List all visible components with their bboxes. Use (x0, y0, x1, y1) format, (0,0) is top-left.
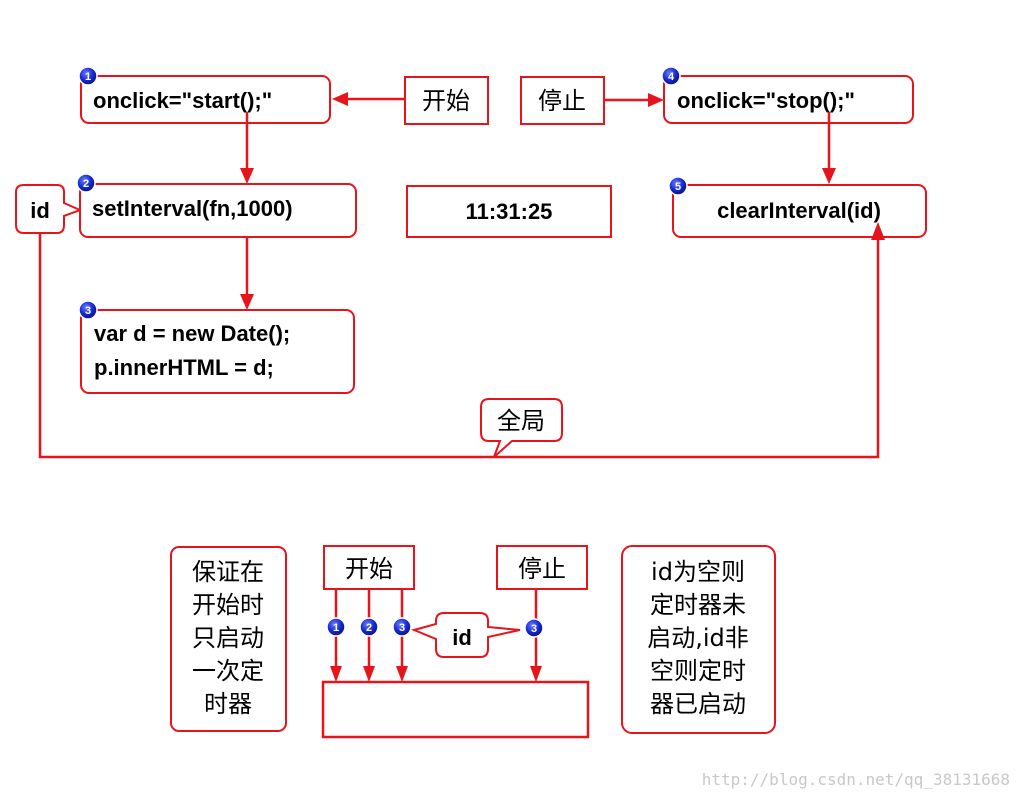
svg-text:1: 1 (333, 622, 339, 634)
code-line-1: var d = new Date(); (94, 321, 290, 346)
step-badge-1: 1 (78, 66, 98, 86)
right-note: id为空则 定时器未 启动,id非 空则定时 器已启动 (621, 545, 776, 734)
bottom-badge-1: 1 (326, 617, 346, 637)
svg-text:空则定时: 空则定时 (650, 657, 746, 685)
svg-text:保证在: 保证在 (192, 558, 264, 586)
svg-text:1: 1 (85, 71, 91, 83)
svg-text:3: 3 (85, 305, 91, 317)
bottom-badge-3-right: 3 (524, 618, 544, 638)
stop-button-label: 停止 (538, 87, 586, 115)
arrow-stop-to-onclick (604, 93, 664, 107)
svg-text:开始时: 开始时 (192, 591, 264, 619)
time-display-text: 11:31:25 (466, 199, 553, 224)
id-callout: id (15, 184, 83, 234)
bottom-badge-2: 2 (359, 617, 379, 637)
svg-text:器已启动: 器已启动 (650, 690, 746, 718)
stop-button-node: 停止 (520, 76, 605, 125)
bottom-stop-node: 停止 (496, 545, 588, 590)
bottom-id-callout: id (410, 612, 521, 658)
global-callout: 全局 (480, 398, 563, 458)
bottom-start-label: 开始 (345, 555, 393, 583)
clearinterval-text: clearInterval(id) (717, 198, 881, 223)
stop-onclick-node: onclick="stop();" (663, 75, 914, 124)
clearinterval-node: clearInterval(id) (672, 184, 927, 238)
bottom-badge-3-left: 3 (392, 617, 412, 637)
bottom-start-node: 开始 (323, 545, 415, 590)
svg-text:2: 2 (366, 622, 372, 634)
start-button-label: 开始 (422, 87, 470, 115)
bottom-id-callout-text: id (452, 625, 472, 650)
svg-text:定时器未: 定时器未 (650, 591, 746, 619)
global-id-connector (38, 222, 885, 459)
arrow-start-to-onclick (332, 92, 405, 106)
step-badge-2: 2 (76, 173, 96, 193)
timer-target-box (321, 680, 590, 739)
start-button-node: 开始 (404, 76, 489, 125)
svg-text:2: 2 (83, 178, 89, 190)
callback-code-node: var d = new Date(); p.innerHTML = d; (80, 309, 355, 394)
stop-onclick-text: onclick="stop();" (677, 88, 855, 113)
left-note: 保证在 开始时 只启动 一次定 时器 (170, 546, 287, 732)
svg-text:只启动: 只启动 (192, 624, 264, 652)
svg-text:时器: 时器 (204, 690, 252, 718)
arrow-setinterval-to-code (240, 237, 254, 310)
svg-text:3: 3 (399, 622, 405, 634)
start-onclick-text: onclick="start();" (93, 88, 272, 113)
step-badge-4: 4 (661, 66, 681, 86)
step-badge-5: 5 (668, 176, 688, 196)
svg-text:启动,id非: 启动,id非 (647, 624, 749, 652)
watermark-text: http://blog.csdn.net/qq_38131668 (702, 770, 1010, 789)
time-display: 11:31:25 (406, 185, 612, 238)
id-callout-text: id (30, 198, 50, 223)
setinterval-node: setInterval(fn,1000) (79, 183, 357, 238)
svg-text:id为空则: id为空则 (651, 558, 745, 586)
global-callout-text: 全局 (497, 407, 545, 435)
svg-text:3: 3 (531, 623, 537, 635)
code-line-2: p.innerHTML = d; (94, 355, 274, 380)
arrow-stop-to-clearinterval (822, 112, 836, 184)
setinterval-text: setInterval(fn,1000) (92, 196, 293, 221)
arrow-start-to-setinterval (240, 112, 254, 184)
start-onclick-node: onclick="start();" (80, 75, 331, 124)
step-badge-3: 3 (78, 300, 98, 320)
svg-text:4: 4 (668, 71, 675, 83)
svg-text:一次定: 一次定 (192, 657, 264, 685)
bottom-stop-label: 停止 (518, 555, 566, 583)
svg-text:5: 5 (675, 181, 681, 193)
